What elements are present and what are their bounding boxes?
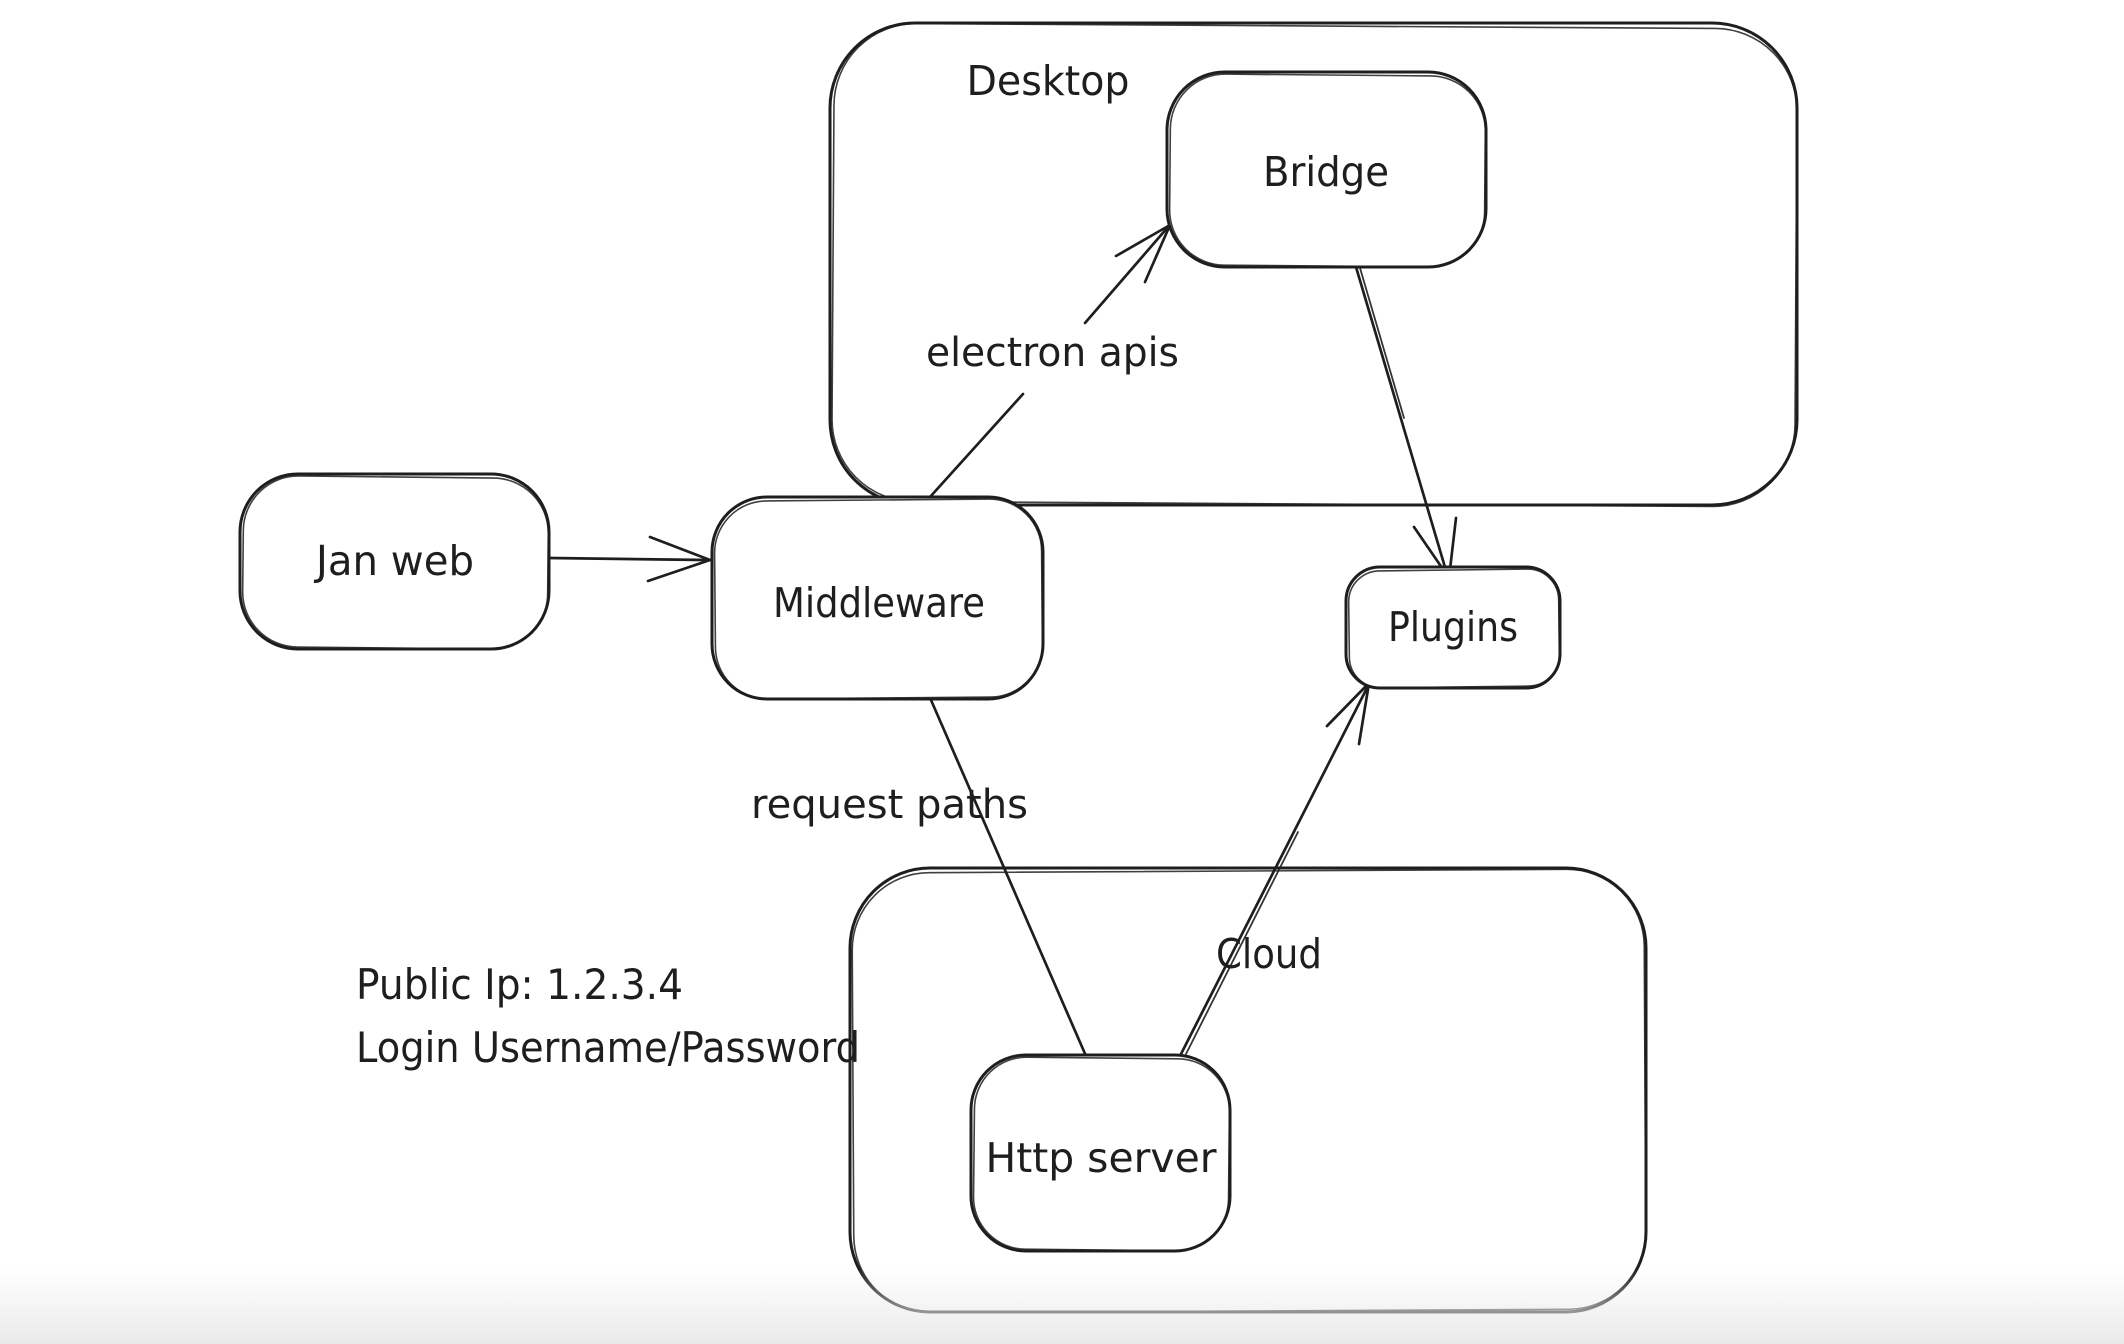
bridge-node-shape [1165, 70, 1488, 269]
middleware-node-shape [710, 495, 1045, 701]
edge-bridge-to-plugins-line [1354, 265, 1449, 576]
plugins-node-overdraw [1347, 568, 1561, 689]
edge-middleware-to-bridge[interactable] [928, 223, 1172, 499]
bridge-node[interactable]: Bridge [1165, 70, 1488, 269]
arrowhead-into-bridge [1114, 223, 1172, 284]
jan-web-node[interactable]: Jan web [238, 472, 551, 651]
jan-web-node-label: Jan web [313, 537, 474, 585]
edge-httpserver-to-plugins-overdraw [1185, 831, 1299, 1055]
edge-bridge-to-plugins-overdraw [1359, 267, 1405, 419]
edge-janweb-to-middleware-line [547, 556, 708, 562]
desktop-container-shape [828, 21, 1799, 507]
jan-web-node-shape [238, 472, 551, 651]
cloud-container[interactable]: Cloud [848, 866, 1648, 1314]
middleware-node-overdraw [713, 498, 1044, 700]
middleware-node-label: Middleware [773, 579, 985, 627]
http-server-node-shape [969, 1053, 1232, 1253]
edge-janweb-to-middleware[interactable] [547, 535, 712, 583]
plugins-node-shape [1344, 565, 1562, 690]
edge-label-electron-apis: electron apis [926, 330, 1179, 376]
arrowhead-into-middleware [646, 535, 712, 583]
bottom-fade [0, 1268, 2124, 1344]
desktop-container[interactable]: Desktop [828, 21, 1799, 508]
edge-middleware-to-bridge-line [928, 225, 1170, 499]
arrowhead-into-plugins-bottom [1325, 681, 1371, 746]
edge-middleware-to-httpserver-line [929, 698, 1088, 1058]
edge-httpserver-to-plugins-line [1178, 682, 1371, 1058]
bridge-node-overdraw [1168, 73, 1487, 268]
plugins-node[interactable]: Plugins [1344, 565, 1562, 690]
middleware-node[interactable]: Middleware [710, 495, 1045, 701]
edge-bridge-to-plugins[interactable] [1354, 265, 1458, 580]
edge-label-request-paths: request paths [751, 782, 1028, 828]
desktop-container-overdraw [831, 22, 1798, 508]
desktop-container-label: Desktop [967, 57, 1130, 105]
note-public-ip: Public Ip: 1.2.3.4 [356, 960, 683, 1009]
cloud-container-label: Cloud [1216, 930, 1322, 978]
note-login-credentials: Login Username/Password [356, 1023, 860, 1072]
edge-httpserver-to-plugins[interactable] [1178, 681, 1371, 1058]
http-server-node-overdraw [972, 1056, 1231, 1252]
http-server-node-label: Http server [986, 1134, 1217, 1182]
jan-web-node-overdraw [241, 475, 550, 650]
edge-middleware-to-httpserver[interactable] [929, 698, 1088, 1058]
bridge-node-label: Bridge [1263, 148, 1389, 196]
plugins-node-label: Plugins [1388, 603, 1518, 651]
http-server-node[interactable]: Http server [969, 1053, 1232, 1253]
